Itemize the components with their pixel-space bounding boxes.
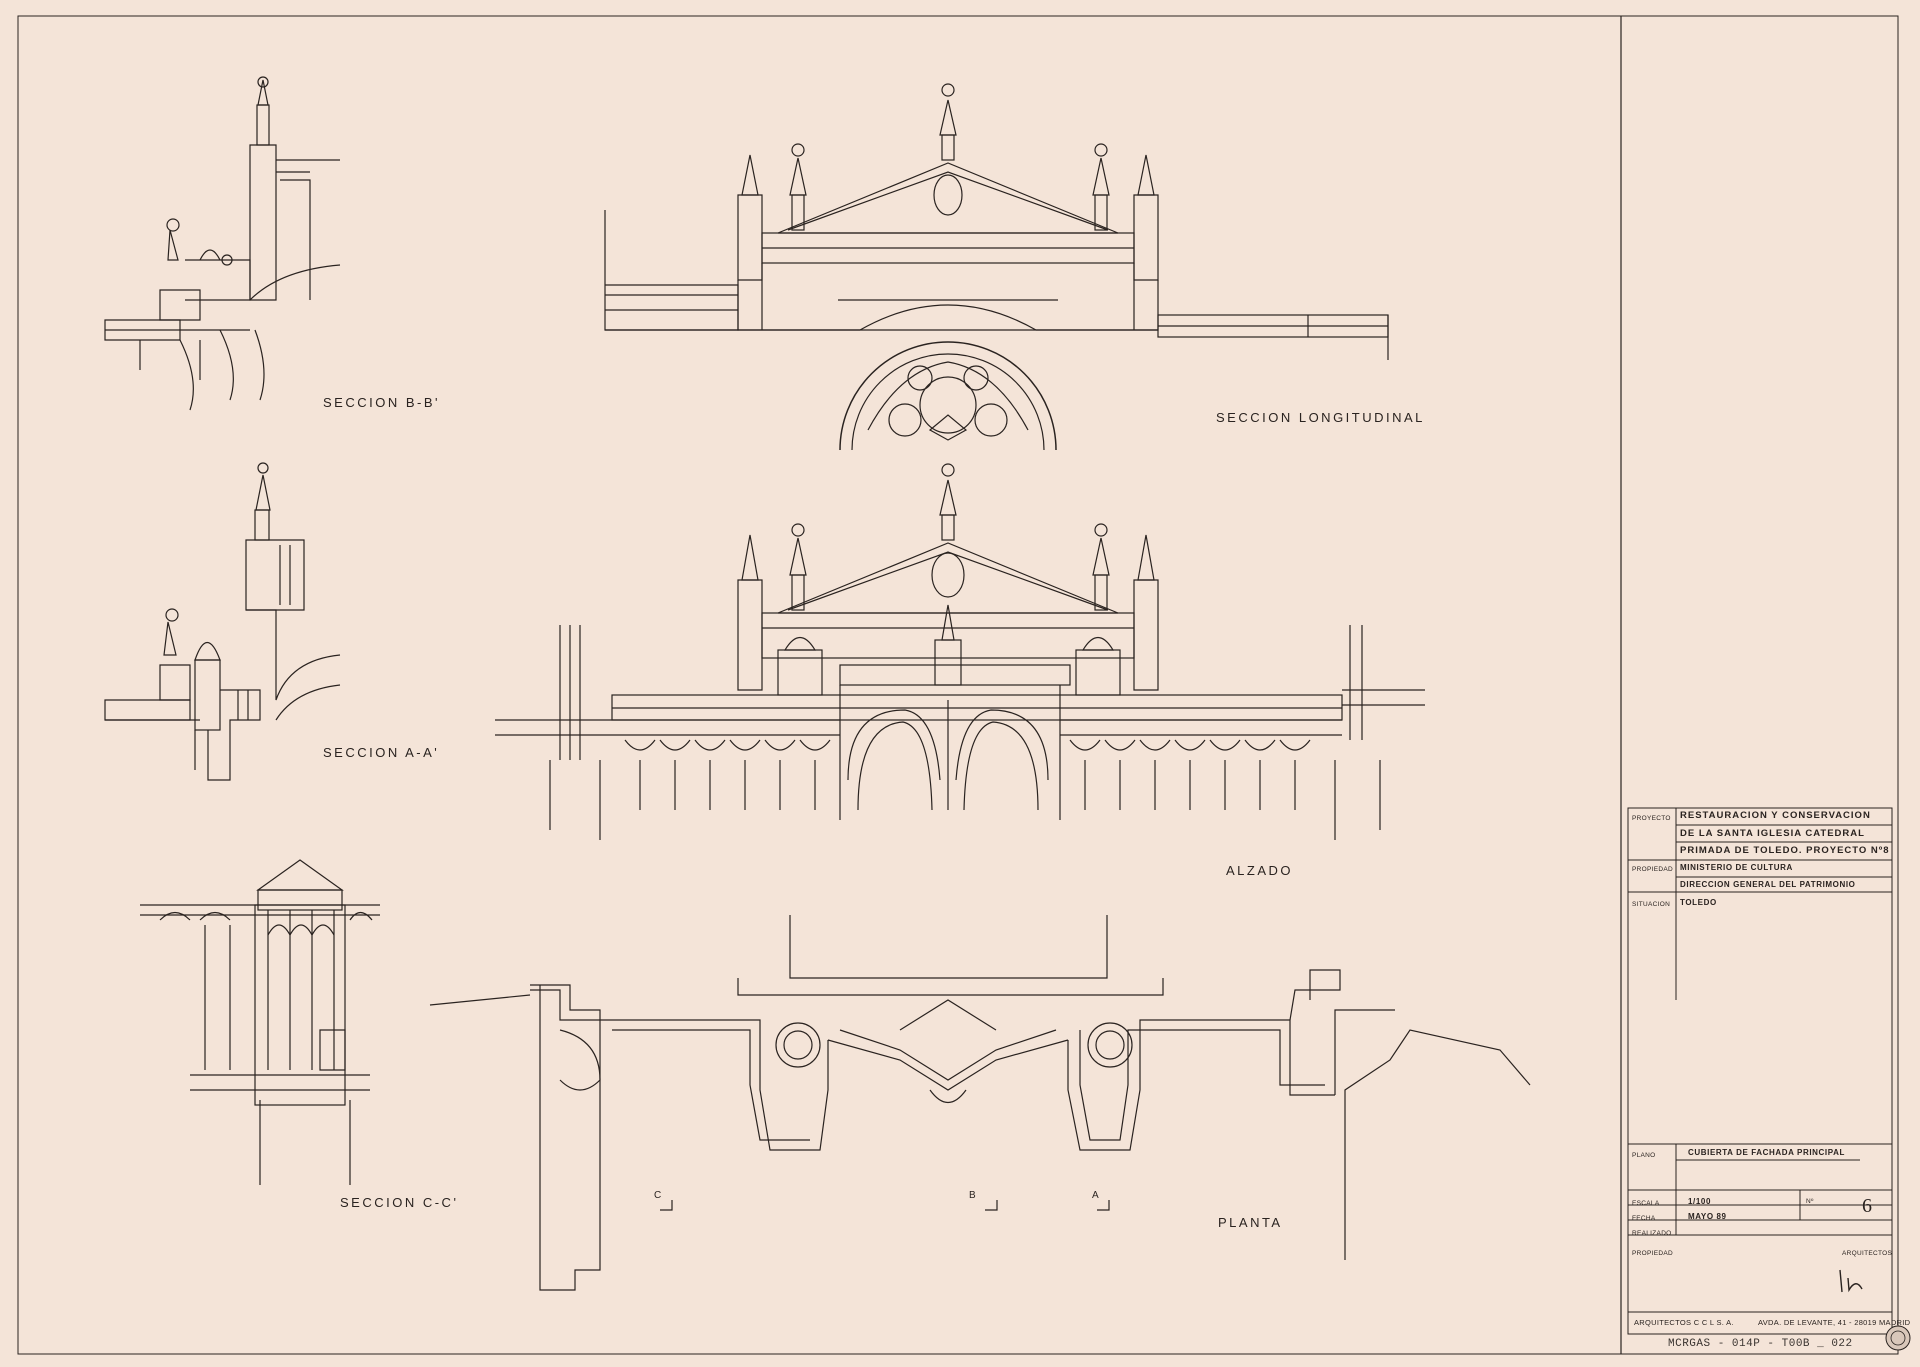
section-cc-drawing <box>140 859 380 1185</box>
tb-footer-left: ARQUITECTOS C C L S. A. <box>1634 1318 1734 1327</box>
label-seccion-bb: SECCION B-B' <box>323 395 440 410</box>
tb-situacion-value: TOLEDO <box>1680 898 1717 907</box>
tb-plano-value: CUBIERTA DE FACHADA PRINCIPAL <box>1688 1148 1845 1157</box>
tb-fecha-key: FECHA <box>1632 1215 1656 1222</box>
section-marker-c: C <box>654 1190 662 1201</box>
tb-footer-right: AVDA. DE LEVANTE, 41 - 28019 MADRID <box>1758 1318 1911 1327</box>
tb-propiedad-line-1: MINISTERIO DE CULTURA <box>1680 863 1793 872</box>
archive-seal-icon <box>1885 1325 1911 1351</box>
label-alzado: ALZADO <box>1226 863 1294 878</box>
tb-escala-key: ESCALA <box>1632 1200 1660 1207</box>
signature-mark <box>1839 1269 1863 1293</box>
label-seccion-longitudinal: SECCION LONGITUDINAL <box>1216 410 1425 425</box>
tb-fecha-value: MAYO 89 <box>1688 1212 1727 1221</box>
tb-proyecto-line-1: RESTAURACION Y CONSERVACION <box>1680 810 1871 821</box>
tb-arquitectos-key: ARQUITECTOS <box>1842 1250 1893 1257</box>
section-longitudinal-drawing <box>604 83 1389 451</box>
tb-proyecto-line-2: DE LA SANTA IGLESIA CATEDRAL <box>1680 828 1865 839</box>
tb-propiedad-key: PROPIEDAD <box>1632 866 1673 873</box>
label-planta: PLANTA <box>1218 1215 1283 1230</box>
section-aa-drawing <box>104 462 341 781</box>
tb-escala-value: 1/100 <box>1688 1197 1712 1206</box>
tb-plano-key: PLANO <box>1632 1152 1656 1159</box>
label-seccion-cc: SECCION C-C' <box>340 1195 459 1210</box>
tb-numero-value: 6 <box>1862 1195 1872 1217</box>
tb-propiedad-line-2: DIRECCION GENERAL DEL PATRIMONIO <box>1680 880 1856 889</box>
section-marker-b: B <box>969 1190 976 1201</box>
planta-drawing <box>429 915 1531 1291</box>
tb-proyecto-line-3: PRIMADA DE TOLEDO. PROYECTO Nº8 <box>1680 845 1890 856</box>
section-bb-drawing <box>104 76 341 411</box>
title-block-frame <box>1627 807 1893 1335</box>
tb-proyecto-key: PROYECTO <box>1632 815 1671 822</box>
tb-propiedad2-key: PROPIEDAD <box>1632 1250 1673 1257</box>
label-seccion-aa: SECCION A-A' <box>323 745 440 760</box>
tb-realizado-key: REALIZADO <box>1632 1230 1672 1237</box>
section-marker-a: A <box>1092 1190 1099 1201</box>
tb-numero-key: Nº <box>1806 1198 1814 1205</box>
tb-situacion-key: SITUACION <box>1632 901 1671 908</box>
archive-stamp: MCRGAS - 014P - T00B _ 022 <box>1668 1338 1853 1350</box>
alzado-drawing <box>495 463 1425 840</box>
